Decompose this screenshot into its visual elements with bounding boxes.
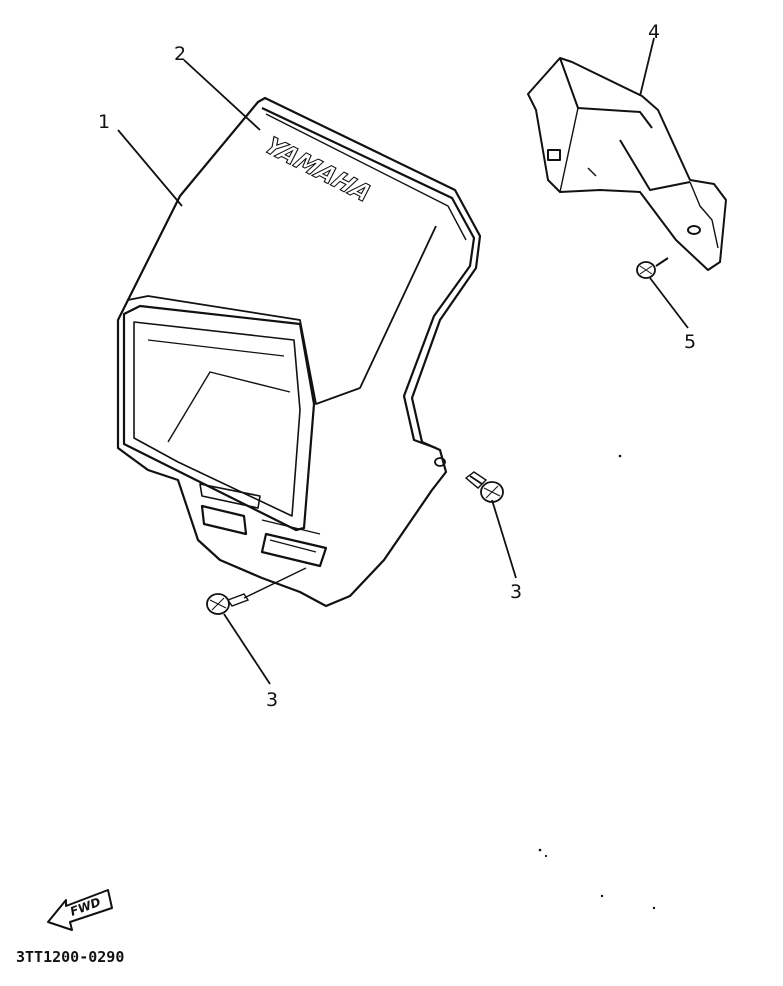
headlight-opening [122,304,316,532]
bolt-3-right [464,471,504,503]
leader-lines [117,37,689,685]
leader-3-right [491,499,517,579]
leader-1 [117,129,183,207]
leader-2 [183,59,261,131]
callout-3-left: 3 [266,689,278,711]
vent-slot-right [260,532,328,568]
callout-4: 4 [648,21,660,43]
bolt-5 [636,257,669,279]
cowl-rim [261,107,476,450]
callout-2: 2 [174,43,186,65]
bracket-slot [547,149,561,161]
headlight-cowl [116,96,482,608]
part-code: 3TT1200-0290 [16,948,124,966]
leader-3-cowl [243,567,307,599]
callout-3-right: 3 [510,581,522,603]
leader-5 [649,277,689,329]
leader-3-left [223,613,271,685]
scan-specks [538,454,656,910]
headlight-bracket [527,57,727,271]
vent-slot-left [200,504,248,536]
leader-4 [639,37,655,97]
bolt-3-left [206,593,250,615]
mount-hole [434,457,446,467]
callout-5: 5 [684,331,696,353]
callout-1: 1 [98,111,110,133]
forward-arrow-icon: FWD [47,889,113,931]
cowl-outline [116,96,482,608]
